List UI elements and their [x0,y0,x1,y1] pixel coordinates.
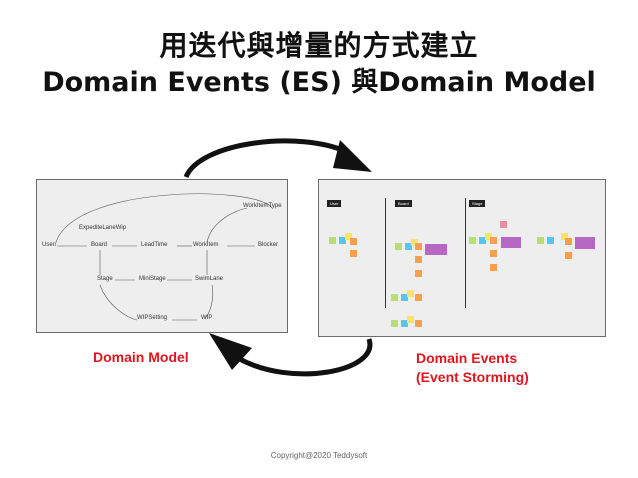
domain-model-edges [54,193,273,321]
sticky-note [479,237,486,244]
sticky-note [415,270,422,277]
sticky-note [537,237,544,244]
sticky-note [490,250,497,257]
sticky-note [501,237,521,248]
domain-events-label: Domain Events [416,350,518,366]
sticky-note [575,237,595,249]
sticky-note [401,294,408,301]
node-user: User [42,242,55,248]
node-wip: WIP [201,315,213,321]
sticky-note [407,290,414,297]
event-storming-panel: User Board Stage [318,179,606,337]
node-blocker: Blocker [258,242,279,248]
arrowhead [209,333,252,370]
copyright-footer: Copyright@2020 Teddysoft [270,451,368,460]
sticky-note [547,237,554,244]
sticky-note [565,238,572,245]
node-wip-setting: WIPSetting [137,315,168,321]
sticky-note [485,233,492,240]
sticky-note [490,264,497,271]
node-board: Board [91,242,108,248]
node-work-item-type: WorkItemType [243,203,282,209]
sticky-note [345,233,352,240]
sticky-note [415,243,422,250]
sticky-note [500,221,507,228]
arrow-model-to-events [183,138,349,179]
node-work-item: WorkItem [193,242,219,248]
lane-divider [465,198,466,308]
sticky-note [391,320,398,327]
sticky-note [395,243,402,250]
sticky-note [415,294,422,301]
lane-label-stage: Stage [469,200,486,207]
lane-label-board: Board [395,200,412,207]
sticky-note [411,239,418,246]
node-expedite-lane-wip: ExpediteLaneWip [79,225,127,231]
sticky-note [490,237,497,244]
sticky-note [339,237,346,244]
sticky-note [329,237,336,244]
node-stage: Stage [97,276,113,282]
sticky-note [469,237,476,244]
node-swim-lane: SwimLane [195,276,224,282]
lane-label-user: User [327,200,342,207]
sticky-note [415,256,422,263]
arrowhead [333,140,372,172]
event-storming-label: (Event Storming) [416,369,529,385]
sticky-note [391,294,398,301]
slide-title-chinese: 用迭代與增量的方式建立 [159,29,479,62]
sticky-note [407,316,414,323]
node-mini-stage: MiniStage [139,276,166,282]
sticky-note [350,250,357,257]
domain-model-label: Domain Model [93,349,189,365]
sticky-note [415,320,422,327]
sticky-note [350,238,357,245]
node-lead-time: LeadTime [141,242,168,248]
sticky-note [565,252,572,259]
sticky-note [561,233,568,240]
slide-title-english: Domain Events (ES) 與Domain Model [42,67,596,98]
sticky-note [425,244,447,255]
domain-model-panel: ExpediteLaneWip WorkItemType User Board … [36,179,288,333]
sticky-note [405,243,412,250]
sticky-note [401,320,408,327]
arrow-events-to-model [236,338,373,377]
lane-divider [385,198,386,308]
